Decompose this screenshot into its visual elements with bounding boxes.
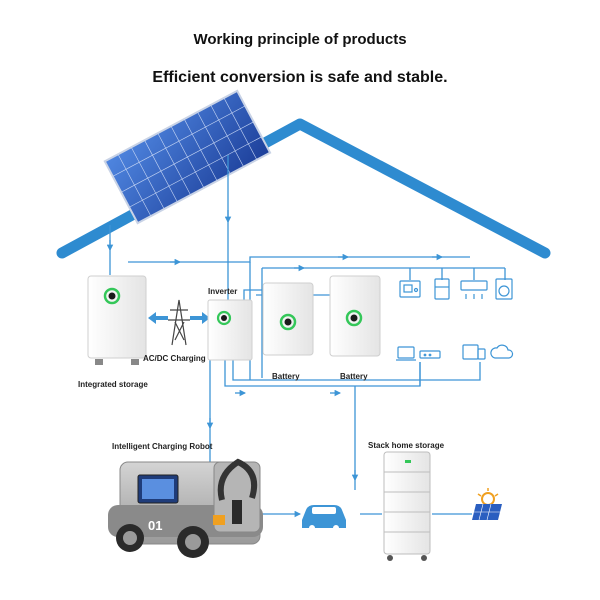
car-icon: [302, 505, 346, 531]
label-integrated-storage: Integrated storage: [78, 380, 148, 389]
page-title: Working principle of products: [193, 31, 407, 48]
label-battery-2: Battery: [340, 372, 368, 381]
integrated-storage-unit: [87, 275, 147, 365]
laptop-icon: [396, 346, 416, 361]
battery-unit-1: [262, 282, 314, 356]
washing-machine-icon: [495, 278, 513, 300]
transmission-tower: [168, 299, 190, 346]
tablet-icon: [462, 344, 486, 360]
label-battery-1: Battery: [272, 372, 300, 381]
robot-number: 01: [148, 518, 162, 533]
label-charging-robot: Intelligent Charging Robot: [112, 442, 213, 451]
battery-unit-2: [329, 275, 381, 357]
sun-panel-icon: [472, 488, 502, 521]
stack-home-storage: [383, 451, 431, 561]
router-icon: [419, 350, 441, 359]
label-inverter: Inverter: [208, 287, 238, 296]
grid-exchange-arrows: [148, 312, 210, 324]
thermostat-icon: [399, 280, 421, 298]
inverter-unit: [207, 299, 253, 361]
page-subtitle: Efficient conversion is safe and stable.: [152, 69, 448, 86]
solar-panel: [103, 89, 272, 225]
label-ac-dc-charging: AC/DC Charging: [143, 354, 206, 363]
fridge-icon: [434, 278, 450, 300]
label-stack-storage: Stack home storage: [368, 441, 445, 450]
flow-arrows: [106, 210, 444, 482]
cloud-icon: [490, 344, 514, 359]
air-conditioner-icon: [460, 280, 488, 299]
charging-robot: 01: [108, 458, 263, 558]
